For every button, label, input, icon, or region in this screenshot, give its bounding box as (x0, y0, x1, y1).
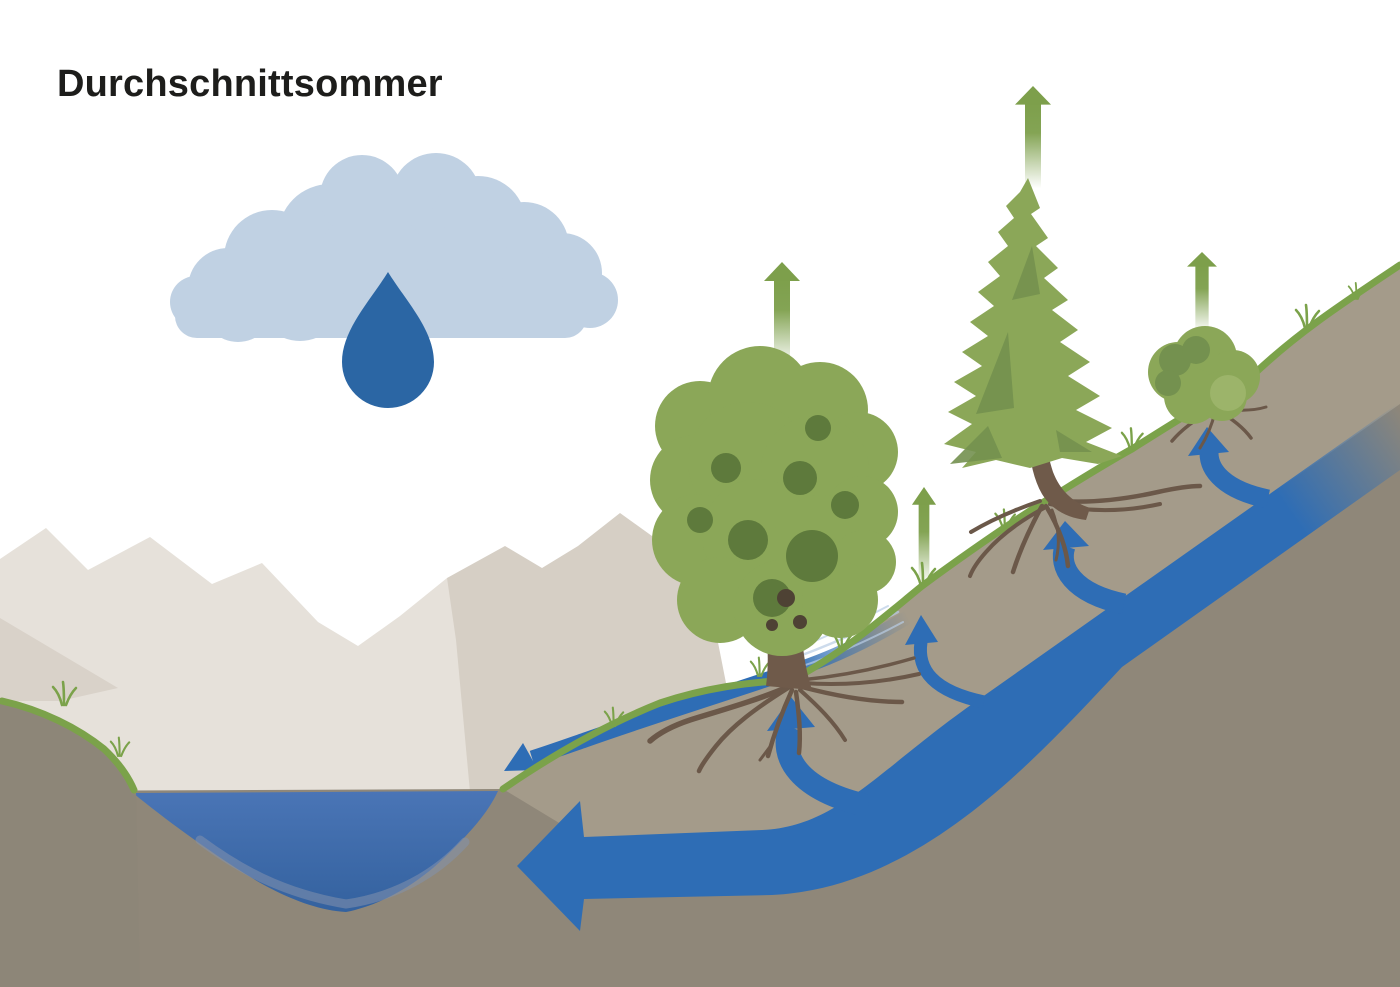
shrub-crown-highlight (1210, 375, 1246, 411)
deciduous-tree-crown (650, 346, 898, 656)
mountain-wedge-left (0, 618, 118, 701)
uptake-arrow-deciduous (775, 723, 871, 818)
shrub-crown-shading (1155, 336, 1210, 396)
lake-shallow-fringe (195, 835, 470, 909)
conifer-crown-shading (950, 246, 1092, 464)
uptake-arrowhead (1043, 521, 1089, 550)
deciduous-crown-branch-spots (766, 589, 807, 631)
uptake-arrow-shrub (1199, 452, 1271, 509)
uptake-arrowhead (1188, 427, 1229, 456)
runoff-arrowhead (504, 743, 538, 771)
uptake-arrowhead (905, 615, 938, 645)
mountain-ridge-far (0, 528, 470, 792)
uptake-arrow-grass (913, 641, 986, 709)
groundwater-flow-arrow (517, 402, 1400, 931)
left-bank-grass-strip (0, 697, 138, 794)
deciduous-crown-shading (687, 415, 859, 617)
conifer-tree-roots (968, 483, 1203, 578)
page-title: Durchschnittsommer (57, 63, 443, 105)
deciduous-tree-roots (647, 656, 921, 774)
left-shore-bank (0, 702, 140, 987)
raindrop-icon (342, 272, 434, 408)
